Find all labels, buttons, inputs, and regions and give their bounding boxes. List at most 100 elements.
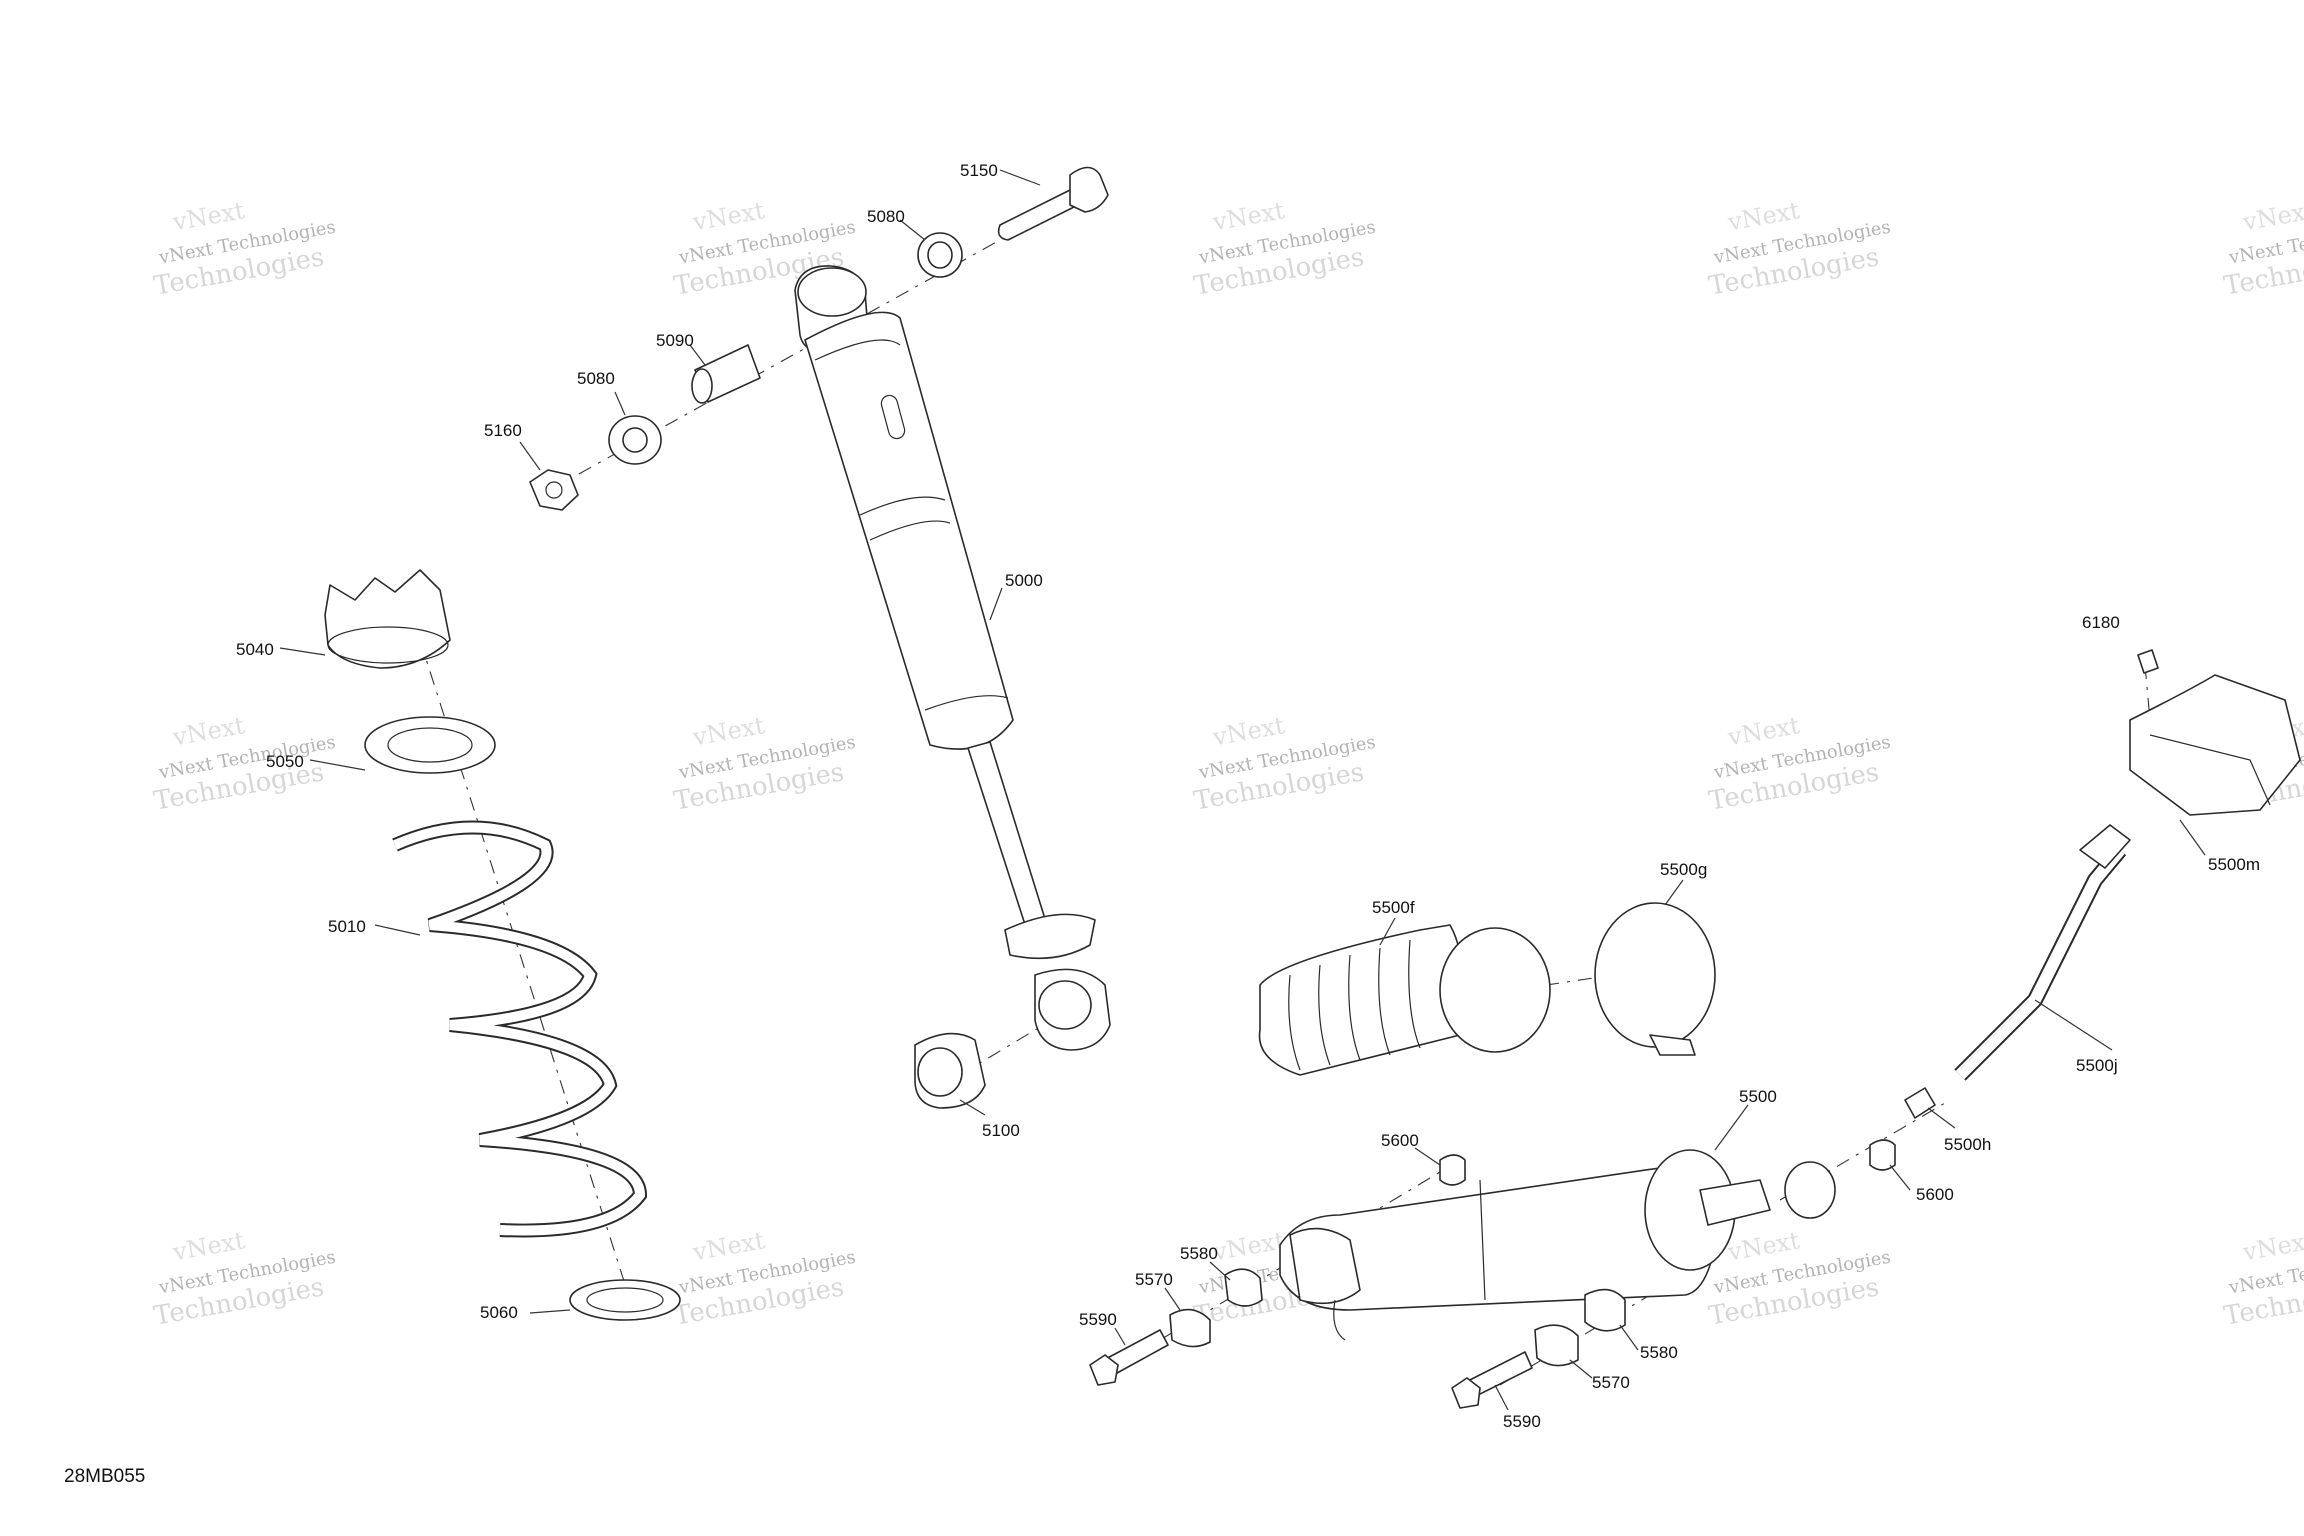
callout-5570-lower: 5570 bbox=[1592, 1373, 1630, 1392]
bushing-5080-mid-bore bbox=[622, 427, 648, 453]
callout-5600-right: 5600 bbox=[1916, 1185, 1954, 1204]
callout-5500m: 5500m bbox=[2208, 855, 2260, 874]
watermark-text: vNext bbox=[1210, 196, 1287, 236]
callout-5590-upper: 5590 bbox=[1079, 1310, 1117, 1329]
watermark: vNext vNext Technologies Technologies bbox=[1707, 196, 1893, 301]
watermark: vNext vNext Technologies Technologies bbox=[152, 711, 338, 816]
watermark-text: vNext bbox=[1210, 711, 1287, 751]
leader-5590a bbox=[1114, 1327, 1126, 1346]
leader-5010 bbox=[374, 924, 421, 936]
bolt-5150-shank bbox=[997, 189, 1079, 241]
watermark: vNext vNext Technologies Technologies bbox=[1192, 196, 1378, 301]
spring-retainer-5060 bbox=[569, 1279, 681, 1321]
coil-spring-5010-fill bbox=[392, 822, 646, 1236]
watermark-text: vNext bbox=[1210, 1226, 1287, 1266]
washer-5050 bbox=[364, 716, 496, 774]
callout-5500g: 5500g bbox=[1660, 860, 1707, 879]
callout-5050: 5050 bbox=[266, 752, 304, 771]
body-slot bbox=[880, 394, 906, 440]
nut-5600-left bbox=[1439, 1154, 1466, 1186]
watermark-text: vNext bbox=[2240, 1226, 2304, 1266]
watermark-text: vNext bbox=[690, 711, 767, 751]
callout-5580-lower: 5580 bbox=[1640, 1343, 1678, 1362]
sleeve-5090-end bbox=[691, 368, 713, 404]
bolt-5590-bottom-head bbox=[1451, 1377, 1481, 1409]
boot-fold bbox=[1378, 947, 1391, 1056]
boot-fold bbox=[1288, 974, 1301, 1071]
leader-5100 bbox=[959, 1099, 986, 1116]
watermark-text: vNext bbox=[1725, 196, 1802, 236]
front-clamp bbox=[1289, 1227, 1361, 1305]
spring-seat-5040-ring bbox=[327, 626, 449, 664]
nut-5600-right bbox=[1869, 1139, 1896, 1171]
callout-5500h: 5500h bbox=[1944, 1135, 1991, 1154]
boot-fold bbox=[1408, 939, 1421, 1049]
leader-5590b bbox=[1494, 1384, 1509, 1411]
spacer-5580-top bbox=[1224, 1268, 1263, 1307]
watermark-text: vNext bbox=[690, 1226, 767, 1266]
top-hardware bbox=[529, 166, 1109, 511]
spring-retainer-5060-bore bbox=[586, 1287, 664, 1313]
boot-bellows bbox=[1258, 924, 1465, 1076]
nut-5160 bbox=[529, 469, 579, 511]
hose-clamp-5500g bbox=[1594, 902, 1716, 1056]
leader-5050 bbox=[309, 759, 366, 771]
watermark: vNext vNext Technologies Technologies bbox=[2222, 1226, 2304, 1331]
watermark-text: vNext bbox=[1725, 1226, 1802, 1266]
spacer-5580-bottom bbox=[1584, 1288, 1626, 1332]
leader-5570a bbox=[1164, 1287, 1181, 1311]
reservoir-bracket-5500m bbox=[2129, 649, 2301, 816]
hose-fitting bbox=[2079, 824, 2131, 869]
upper-eye-bore bbox=[797, 267, 867, 317]
shaft-end bbox=[1699, 1179, 1771, 1226]
watermark-text: vNext bbox=[690, 196, 767, 236]
lower-eye-bore bbox=[1038, 980, 1092, 1030]
callout-labels: 5150 5080 5090 5080 5160 5000 5040 5050 … bbox=[236, 161, 2260, 1431]
callout-5150: 5150 bbox=[960, 161, 998, 180]
leader-5500j bbox=[2034, 999, 2113, 1051]
spring-stack bbox=[324, 569, 681, 1321]
leader-5580a bbox=[1209, 1261, 1231, 1281]
body-ring bbox=[859, 496, 946, 516]
lower-mount-hardware bbox=[1089, 1268, 1626, 1409]
leader-5150 bbox=[999, 169, 1041, 186]
hose-stub bbox=[1333, 1299, 1346, 1341]
callout-5000: 5000 bbox=[1005, 571, 1043, 590]
body-ring bbox=[869, 520, 951, 541]
leader-5040 bbox=[279, 647, 326, 656]
body-step bbox=[1479, 1179, 1486, 1301]
piston-rod bbox=[967, 741, 1051, 941]
leader-5600b bbox=[1889, 1164, 1911, 1191]
callout-5100: 5100 bbox=[982, 1121, 1020, 1140]
callout-5500j: 5500j bbox=[2076, 1056, 2118, 1075]
leader-5600a bbox=[1414, 1147, 1441, 1166]
spring-seat-5040 bbox=[324, 569, 451, 669]
callout-5500: 5500 bbox=[1739, 1087, 1777, 1106]
leader-5500g bbox=[1664, 879, 1684, 906]
watermark: vNext vNext Technologies Technologies bbox=[1192, 711, 1378, 816]
callout-5600-left: 5600 bbox=[1381, 1131, 1419, 1150]
bushing-5100-bore bbox=[917, 1047, 963, 1097]
callout-5040: 5040 bbox=[236, 640, 274, 659]
nut-5160-bore bbox=[545, 481, 563, 499]
clamp-screw bbox=[1649, 1034, 1696, 1056]
watermark-text: vNext bbox=[170, 711, 247, 751]
leader-5160 bbox=[519, 441, 541, 471]
boot-mouth bbox=[1439, 927, 1551, 1053]
watermark-text: vNext bbox=[1725, 711, 1802, 751]
clamp-band bbox=[1594, 902, 1716, 1048]
rear-eye bbox=[1784, 1161, 1836, 1219]
shock-body bbox=[804, 311, 1014, 750]
leader-5500f bbox=[1379, 917, 1396, 946]
callout-5590-lower: 5590 bbox=[1503, 1412, 1541, 1431]
callout-5080-upper: 5080 bbox=[867, 207, 905, 226]
dust-boot-5500f bbox=[1258, 924, 1551, 1076]
leader-5080b bbox=[614, 391, 626, 416]
leader-5080a bbox=[899, 219, 926, 241]
fitting-5500h bbox=[1904, 1087, 1936, 1119]
callout-5060: 5060 bbox=[480, 1303, 518, 1322]
leader-5580b bbox=[1619, 1324, 1639, 1351]
leader-5000 bbox=[989, 587, 1003, 621]
watermark: vNext vNext Technologies Technologies bbox=[152, 196, 338, 301]
